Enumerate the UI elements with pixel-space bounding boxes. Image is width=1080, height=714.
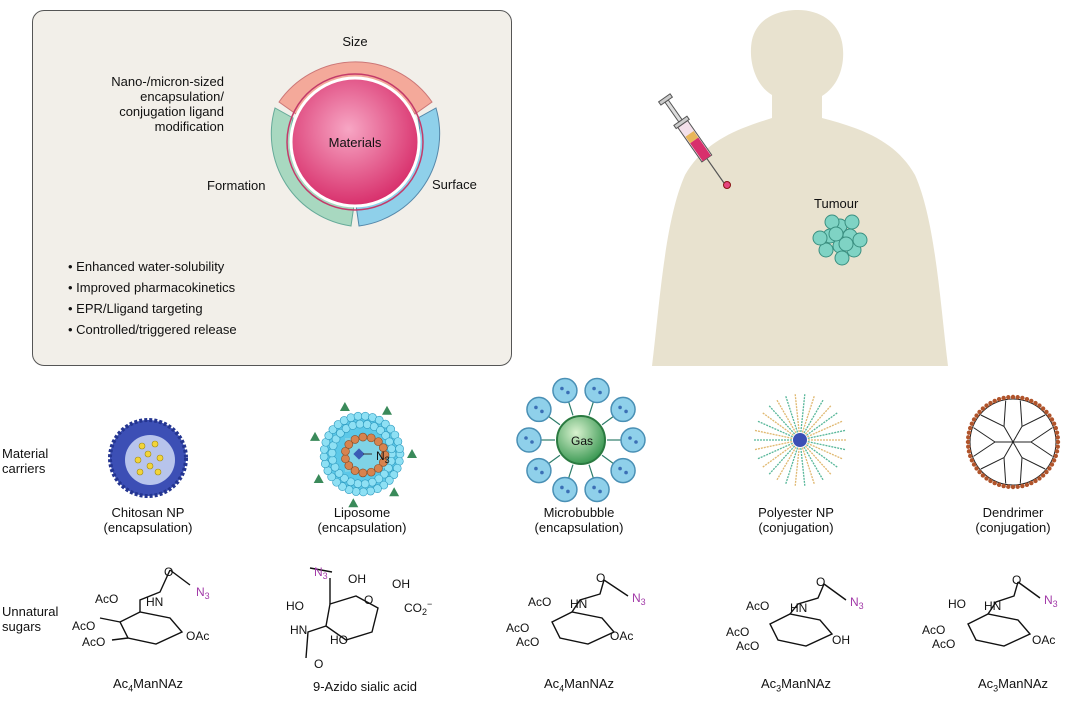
chitosan-np-graphic [108, 418, 188, 498]
nano-label: Nano-/micron-sized encapsulation/ conjug… [111, 74, 224, 134]
benefit-list: Enhanced water-solubility Improved pharm… [68, 256, 237, 340]
list-item: EPR/Lligand targeting [68, 298, 237, 319]
svg-text:AcO: AcO [72, 619, 95, 633]
polyester-np-graphic [754, 394, 846, 486]
materials-core [289, 76, 421, 208]
svg-text:O: O [816, 575, 825, 589]
svg-text:AcO: AcO [506, 621, 529, 635]
svg-text:OH: OH [348, 572, 366, 586]
carrier-caption-chitosan: Chitosan NP(encapsulation) [103, 505, 193, 535]
list-item: Enhanced water-solubility [68, 256, 237, 277]
svg-text:HN: HN [790, 601, 807, 615]
svg-text:AcO: AcO [726, 625, 749, 639]
svg-text:O: O [596, 571, 605, 585]
svg-text:HO: HO [948, 597, 966, 611]
svg-text:HO: HO [330, 633, 348, 647]
carrier-caption-dendrimer: Dendrimer(conjugation) [975, 505, 1051, 535]
sugar-structure-1 [99, 569, 191, 645]
sugar-caption-1: Ac4ManNAz [112, 676, 184, 694]
sugar-caption-2: 9-Azido sialic acid [312, 679, 418, 694]
sugar-structure-2 [305, 567, 379, 659]
ring-formation-label: Formation [207, 178, 266, 193]
sugar-structure-4 [769, 583, 847, 647]
svg-text:HN: HN [570, 597, 587, 611]
svg-text:AcO: AcO [82, 635, 105, 649]
sugar-structure-3 [551, 579, 629, 645]
tumour-cluster [812, 214, 868, 266]
ring-surface-label: Surface [432, 177, 477, 192]
svg-text:N3: N3 [196, 585, 210, 601]
svg-text:N3: N3 [314, 565, 328, 581]
microbubble-graphic [516, 377, 646, 503]
dendrimer-graphic [965, 394, 1061, 490]
svg-text:AcO: AcO [746, 599, 769, 613]
row-label-carriers: Material carriers [2, 446, 49, 476]
syringe-icon [657, 93, 725, 184]
svg-text:AcO: AcO [736, 639, 759, 653]
sugar-caption-3: Ac4ManNAz [543, 676, 615, 694]
svg-text:O: O [164, 565, 173, 579]
svg-text:OAc: OAc [186, 629, 209, 643]
ring-core-label: Materials [328, 135, 382, 150]
row-label-sugars: Unnatural sugars [2, 604, 59, 634]
svg-text:OH: OH [392, 577, 410, 591]
svg-text:HN: HN [290, 623, 307, 637]
svg-text:N3: N3 [632, 591, 646, 607]
svg-text:N3: N3 [1044, 593, 1058, 609]
ring-size-label: Size [342, 34, 368, 49]
gas-label: Gas [570, 434, 593, 448]
svg-text:HO: HO [286, 599, 304, 613]
sugar-caption-4: Ac3ManNAz [760, 676, 832, 694]
list-item: Controlled/triggered release [68, 319, 236, 340]
svg-text:HN: HN [984, 599, 1001, 613]
svg-text:AcO: AcO [95, 592, 118, 606]
svg-text:OAc: OAc [610, 629, 633, 643]
carrier-caption-liposome: Liposome(encapsulation) [317, 505, 407, 535]
svg-text:O: O [314, 657, 323, 671]
svg-text:AcO: AcO [922, 623, 945, 637]
svg-text:AcO: AcO [528, 595, 551, 609]
liposome-graphic [310, 402, 417, 508]
svg-text:AcO: AcO [516, 635, 539, 649]
svg-text:O: O [1012, 573, 1021, 587]
svg-text:O: O [364, 593, 373, 607]
svg-text:N3: N3 [850, 595, 864, 611]
carrier-caption-polyester: Polyester NP(conjugation) [758, 505, 834, 535]
svg-text:HN: HN [146, 595, 163, 609]
carrier-caption-microbubble: Microbubble(encapsulation) [534, 505, 624, 535]
svg-text:OH: OH [832, 633, 850, 647]
svg-text:AcO: AcO [932, 637, 955, 651]
tumour-label: Tumour [814, 196, 859, 211]
list-item: Improved pharmacokinetics [68, 277, 237, 298]
svg-text:CO2−: CO2− [404, 599, 432, 617]
svg-text:OAc: OAc [1032, 633, 1055, 647]
injection-site [723, 181, 731, 189]
sugar-caption-5: Ac3ManNAz [977, 676, 1049, 694]
sugar-structure-5 [967, 581, 1041, 647]
